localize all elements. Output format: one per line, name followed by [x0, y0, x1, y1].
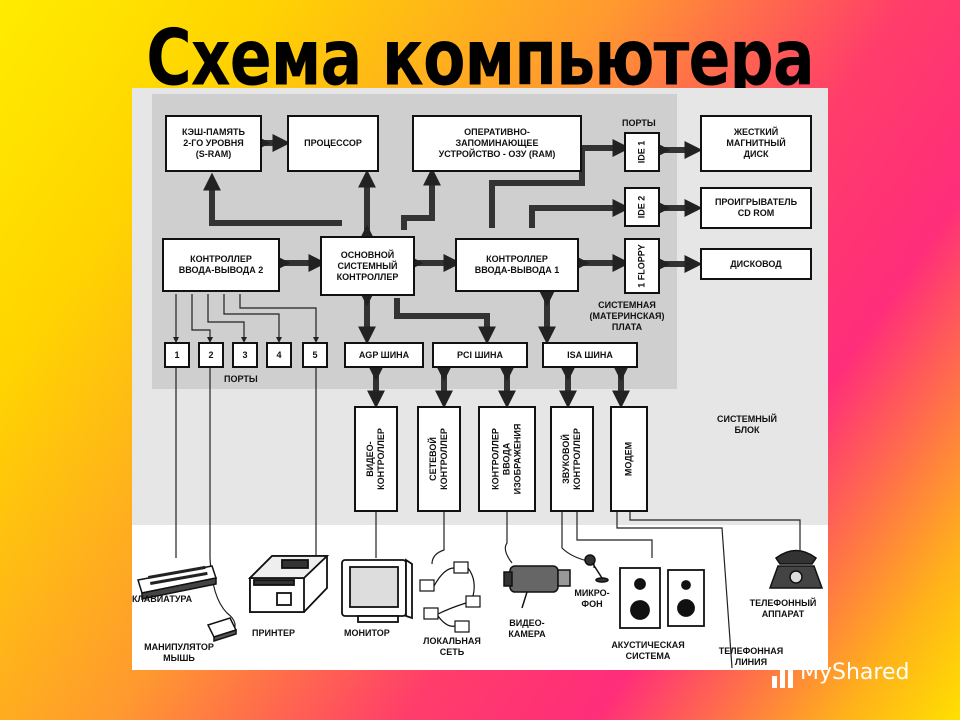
camera-label: ВИДЕО- КАМЕРА — [508, 618, 546, 639]
motherboard-label: СИСТЕМНАЯ (МАТЕРИНСКАЯ) ПЛАТА — [589, 300, 665, 332]
monitor-icon — [341, 558, 413, 623]
floppy-drive-block: ДИСКОВОД — [700, 248, 812, 280]
modem-card: МОДЕМ — [610, 406, 648, 512]
agp-bus-block: AGP ШИНА — [344, 342, 424, 368]
printer-label: ПРИНТЕР — [252, 628, 295, 638]
io-controller-2-block: КОНТРОЛЛЕР ВВОДА-ВЫВОДА 2 — [162, 238, 280, 292]
ram-block: ОПЕРАТИВНО- ЗАПОМИНАЮЩЕЕ УСТРОЙСТВО - ОЗ… — [412, 115, 582, 172]
processor-block: ПРОЦЕССОР — [287, 115, 379, 172]
system-unit-label: СИСТЕМНЫЙ БЛОК — [716, 414, 778, 435]
ports-label-top: ПОРТЫ — [622, 118, 656, 128]
microphone-icon — [584, 554, 609, 583]
main-system-controller-block: ОСНОВНОЙ СИСТЕМНЫЙ КОНТРОЛЛЕР — [320, 236, 415, 296]
camera-icon — [503, 565, 571, 609]
network-controller-card: СЕТЕВОЙ КОНТРОЛЛЕР — [417, 406, 461, 512]
port-3: 3 — [232, 342, 258, 368]
speakers-icon — [619, 567, 705, 629]
port-5: 5 — [302, 342, 328, 368]
pci-bus-block: PCI ШИНА — [432, 342, 528, 368]
connection-lines — [173, 134, 801, 669]
keyboard-label: КЛАВИАТУРА — [132, 594, 193, 604]
watermark-logo-icon — [772, 666, 793, 688]
monitor-label: МОНИТОР — [344, 628, 390, 638]
image-input-controller-card: КОНТРОЛЛЕР ВВОДА ИЗОБРАЖЕНИЯ — [478, 406, 536, 512]
computer-diagram: КЭШ-ПАМЯТЬ 2-ГО УРОВНЯ (S-RAM) ПРОЦЕССОР… — [132, 88, 828, 670]
watermark-text: MyShared — [800, 660, 910, 685]
port-2: 2 — [198, 342, 224, 368]
io-controller-1-block: КОНТРОЛЛЕР ВВОДА-ВЫВОДА 1 — [455, 238, 579, 292]
cdrom-block: ПРОИГРЫВАТЕЛЬ CD ROM — [700, 187, 812, 229]
speakers-label: АКУСТИЧЕСКАЯ СИСТЕМА — [611, 640, 685, 661]
isa-bus-block: ISA ШИНА — [542, 342, 638, 368]
mouse-label: МАНИПУЛЯТОР МЫШЬ — [144, 642, 214, 663]
phone-line-label: ТЕЛЕФОННАЯ ЛИНИЯ — [718, 646, 784, 667]
cache-memory-block: КЭШ-ПАМЯТЬ 2-ГО УРОВНЯ (S-RAM) — [165, 115, 262, 172]
hard-disk-block: ЖЕСТКИЙ МАГНИТНЫЙ ДИСК — [700, 115, 812, 172]
mouse-icon — [206, 617, 238, 643]
sound-controller-card: ЗВУКОВОЙ КОНТРОЛЛЕР — [550, 406, 594, 512]
ide2-port: IDE 2 — [624, 187, 660, 227]
port-1: 1 — [164, 342, 190, 368]
keyboard-icon — [137, 565, 217, 600]
video-controller-card: ВИДЕО- КОНТРОЛЛЕР — [354, 406, 398, 512]
peripheral-drawings — [137, 549, 824, 643]
printer-icon — [247, 555, 330, 613]
lan-icon — [419, 561, 481, 633]
port-4: 4 — [266, 342, 292, 368]
telephone-label: ТЕЛЕФОННЫЙ АППАРАТ — [749, 598, 817, 619]
lan-label: ЛОКАЛЬНАЯ СЕТЬ — [423, 636, 481, 657]
ide1-port: IDE 1 — [624, 132, 660, 172]
telephone-icon — [768, 549, 824, 589]
floppy-port: 1 FLOPPY — [624, 238, 660, 294]
microphone-label: МИКРО- ФОН — [574, 588, 610, 609]
ports-label-bottom: ПОРТЫ — [224, 374, 258, 384]
